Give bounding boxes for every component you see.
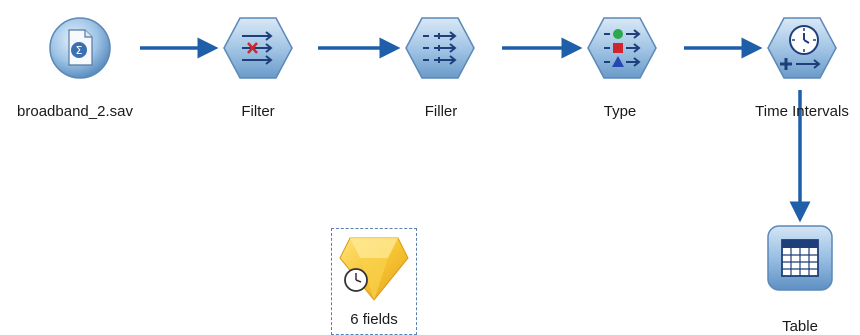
- model-nugget-label: 6 fields: [350, 311, 398, 328]
- source-node-label: broadband_2.sav: [17, 103, 133, 120]
- table-icon: [767, 225, 833, 291]
- filler-icon: [405, 17, 475, 79]
- table-node[interactable]: [764, 222, 836, 294]
- filter-icon: [223, 17, 293, 79]
- time-intervals-node[interactable]: [766, 12, 838, 84]
- table-node-label: Table: [782, 318, 818, 335]
- filter-node-label: Filter: [241, 103, 275, 120]
- time-series-model-nugget-icon: [339, 237, 409, 301]
- type-icon: [587, 17, 657, 79]
- model-nugget-node[interactable]: [338, 232, 410, 304]
- source-node[interactable]: Σ: [44, 12, 116, 84]
- filter-node[interactable]: [222, 12, 294, 84]
- filler-node[interactable]: [404, 12, 476, 84]
- time-intervals-node-label: Time Intervals: [755, 103, 849, 120]
- time-intervals-icon: [767, 17, 837, 79]
- svg-text:Σ: Σ: [76, 44, 83, 57]
- sav-file-source-icon: Σ: [49, 17, 111, 79]
- type-node[interactable]: [586, 12, 658, 84]
- type-node-label: Type: [603, 103, 637, 120]
- filler-node-label: Filler: [424, 103, 458, 120]
